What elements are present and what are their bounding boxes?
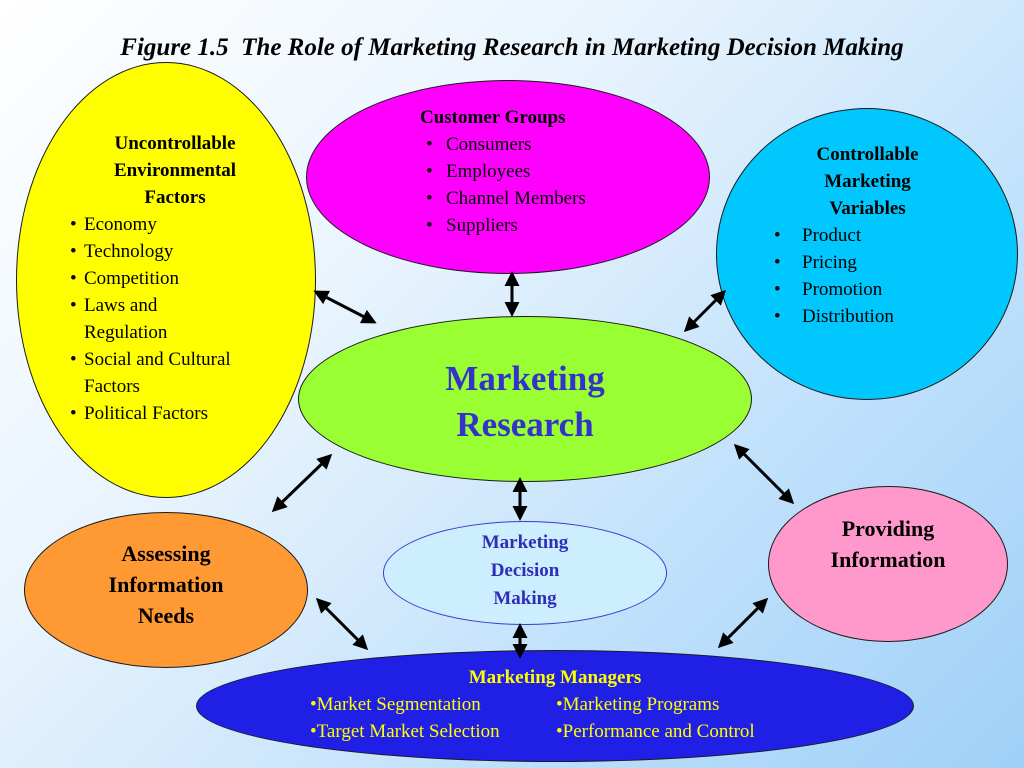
list-item: •Market Segmentation xyxy=(310,694,481,715)
arrow-controllable-research xyxy=(683,289,727,333)
list-item: •Channel Members xyxy=(426,188,586,209)
list-item: •Competition xyxy=(70,268,179,289)
uncontrollable-list: •Economy •Technology •Competition •Laws … xyxy=(70,211,290,427)
list-item: •Employees xyxy=(426,161,531,182)
managers-column-right: •Marketing Programs •Performance and Con… xyxy=(556,691,755,745)
controllable-heading-line: Marketing xyxy=(824,171,911,192)
uncontrollable-heading-line: Factors xyxy=(144,187,206,208)
list-item: •Suppliers xyxy=(426,215,518,236)
decision-making-content: Marketing Decision Making xyxy=(383,529,667,613)
list-item: •Product xyxy=(774,225,862,246)
customer-groups-ellipse xyxy=(306,80,710,274)
decision-making-line: Marketing xyxy=(481,532,569,553)
list-item: •Pricing xyxy=(774,252,857,273)
list-item: •Technology xyxy=(70,241,174,262)
arrow-assessing-managers xyxy=(315,597,369,651)
managers-column-left: •Market Segmentation •Target Market Sele… xyxy=(310,691,500,745)
list-item: •Performance and Control xyxy=(556,721,755,742)
assessing-line: Assessing xyxy=(121,541,211,566)
list-item: •Promotion xyxy=(774,279,883,300)
marketing-research-line: Research xyxy=(456,405,594,444)
decision-making-line: Decision xyxy=(490,560,560,581)
controllable-heading-line: Controllable xyxy=(816,144,919,165)
controllable-variables-content: Controllable Marketing Variables •Produc… xyxy=(770,141,970,330)
list-item: •Consumers xyxy=(426,134,532,155)
providing-information-ellipse xyxy=(768,486,1008,642)
assessing-line: Information xyxy=(108,572,224,597)
decision-making-line: Making xyxy=(493,588,557,609)
providing-information-content: Providing Information xyxy=(768,513,1008,575)
providing-line: Information xyxy=(830,547,946,572)
marketing-managers-content: Marketing Managers •Market Segmentation … xyxy=(196,664,914,745)
list-item: •Distribution xyxy=(774,306,894,327)
decision-making-ellipse xyxy=(383,521,667,625)
assessing-line: Needs xyxy=(137,603,195,628)
marketing-managers-heading: Marketing Managers xyxy=(468,667,642,688)
marketing-research-line: Marketing xyxy=(445,359,605,398)
customer-groups-heading: Customer Groups xyxy=(420,107,566,128)
controllable-list: •Product •Pricing •Promotion •Distributi… xyxy=(774,222,970,330)
uncontrollable-factors-ellipse xyxy=(16,62,316,498)
assessing-needs-content: Assessing Information Needs xyxy=(24,538,308,631)
marketing-managers-ellipse xyxy=(196,650,914,762)
marketing-research-ellipse xyxy=(298,316,752,482)
uncontrollable-factors-content: Uncontrollable Environmental Factors •Ec… xyxy=(60,130,290,427)
providing-line: Providing xyxy=(841,516,935,541)
arrow-providing-managers xyxy=(717,597,769,649)
uncontrollable-heading-line: Environmental xyxy=(113,160,237,181)
customer-groups-content: Customer Groups •Consumers •Employees •C… xyxy=(420,104,660,239)
list-item: •Economy xyxy=(70,214,157,235)
controllable-variables-ellipse xyxy=(716,108,1018,400)
customer-groups-list: •Consumers •Employees •Channel Members •… xyxy=(426,131,660,239)
controllable-heading-line: Variables xyxy=(829,198,906,219)
uncontrollable-heading-line: Uncontrollable xyxy=(114,133,236,154)
figure-title: Figure 1.5 The Role of Marketing Researc… xyxy=(120,34,904,61)
assessing-needs-ellipse xyxy=(24,512,308,668)
list-item: •Marketing Programs xyxy=(556,694,720,715)
arrow-research-assessing xyxy=(271,453,333,513)
arrow-uncontrollable-research xyxy=(313,290,377,324)
list-item: •Target Market Selection xyxy=(310,721,500,742)
marketing-research-content: Marketing Research xyxy=(298,356,752,448)
arrow-research-providing xyxy=(733,443,795,505)
list-item: •Political Factors xyxy=(70,403,209,424)
